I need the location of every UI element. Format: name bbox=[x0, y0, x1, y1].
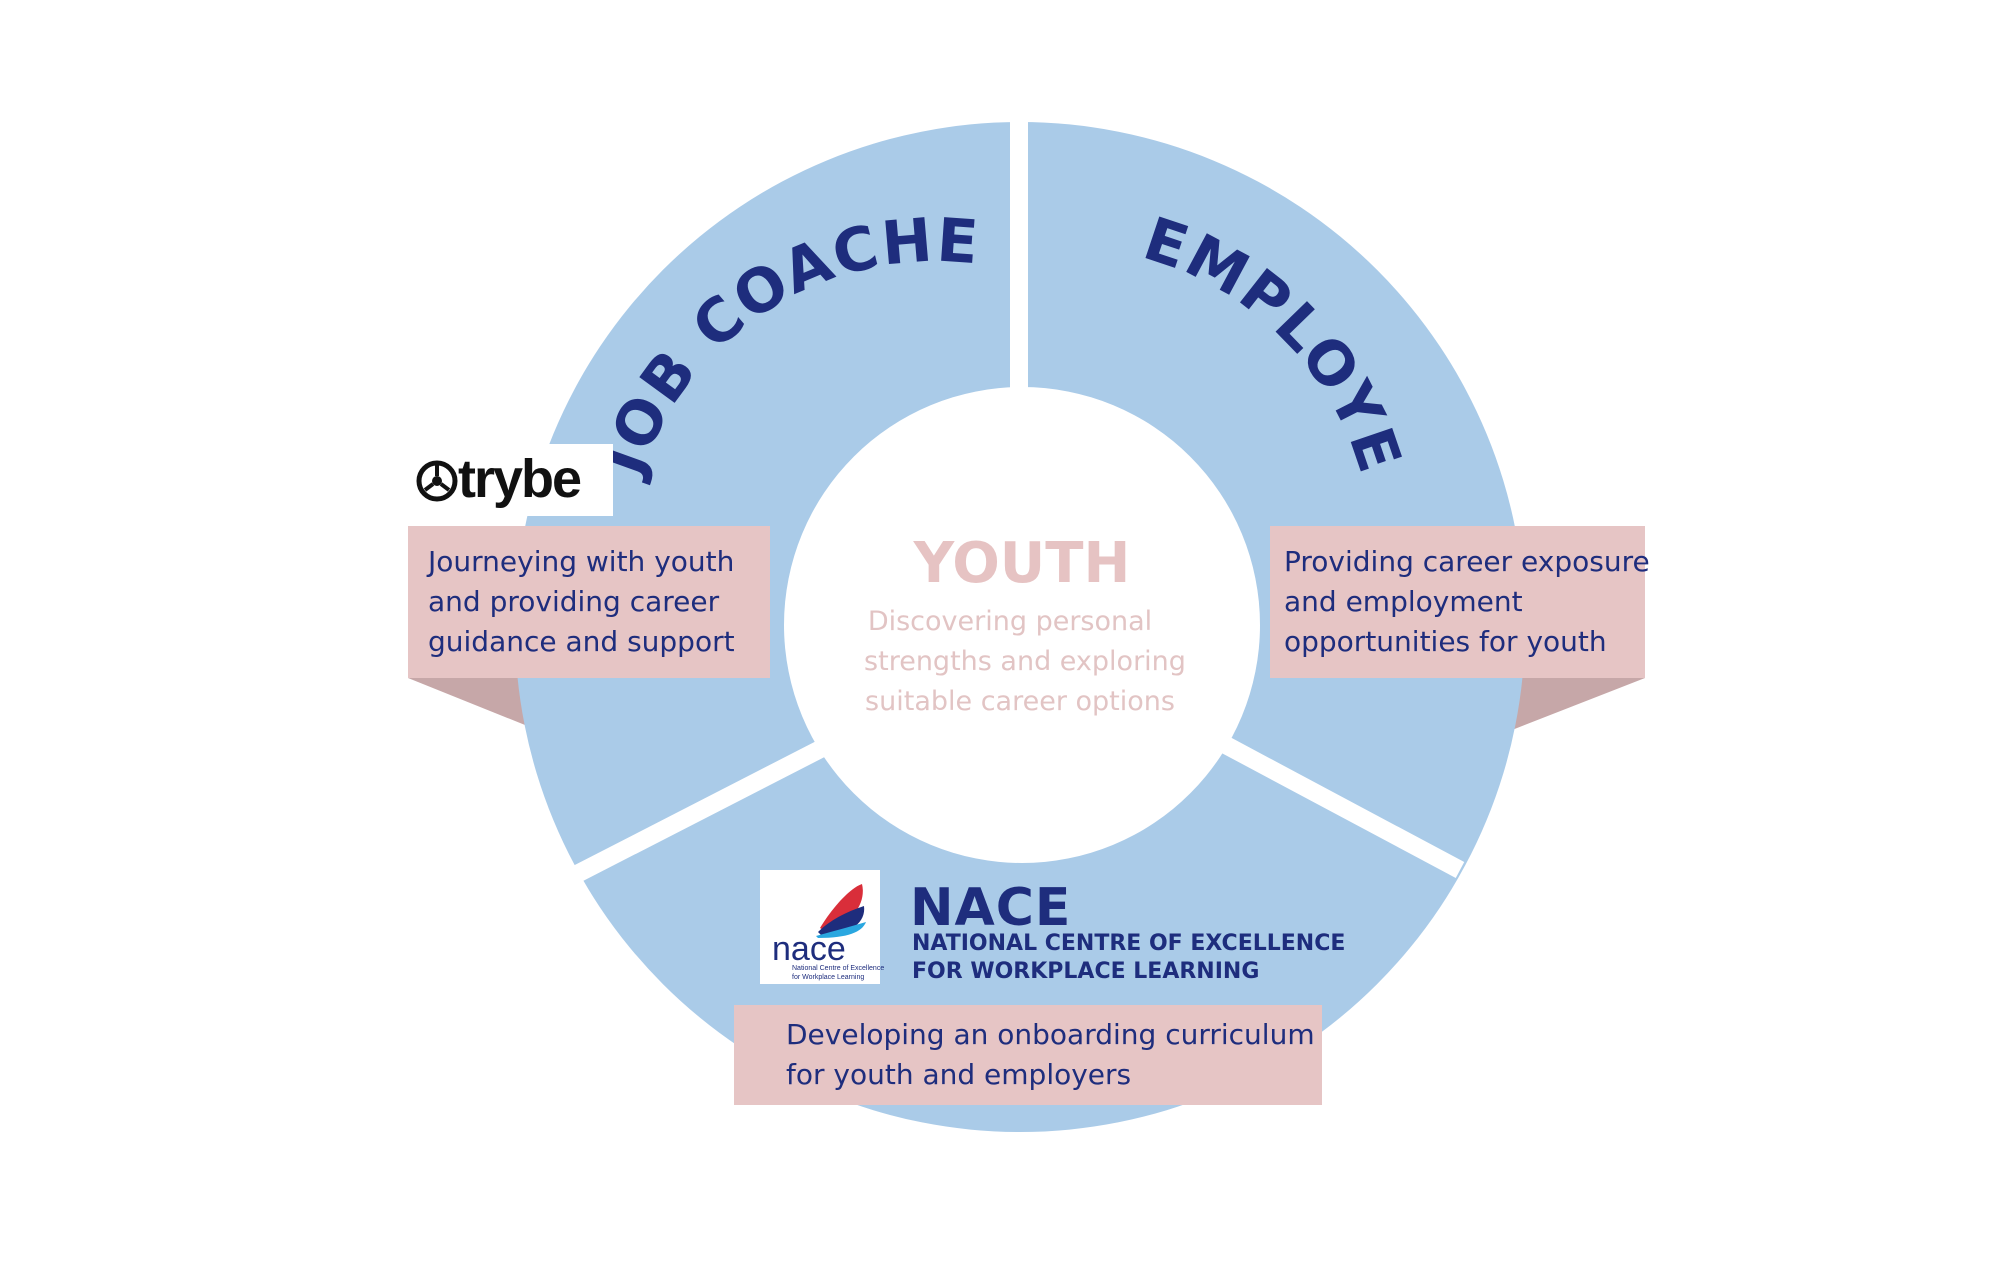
nace-subheading-line-2: FOR WORKPLACE LEARNING bbox=[912, 959, 1260, 984]
ring-separators bbox=[570, 110, 1465, 884]
nace-heading: NACE bbox=[910, 878, 1072, 938]
employers-note-line-1: Providing career exposure bbox=[1284, 545, 1650, 578]
employers-note: Providing career exposure and employment… bbox=[1270, 526, 1650, 678]
job-coaches-note-line-3: guidance and support bbox=[428, 625, 735, 658]
separator-left bbox=[570, 731, 843, 884]
nace-logo-caption-line-2: for Workplace Learning bbox=[792, 974, 865, 981]
nace-subheading-line-1: NATIONAL CENTRE OF EXCELLENCE bbox=[912, 931, 1346, 956]
nace-wing-icon bbox=[816, 884, 866, 938]
job-coaches-note-line-2: and providing career bbox=[428, 585, 720, 618]
separator-right bbox=[1217, 735, 1465, 878]
nace-subheading: NATIONAL CENTRE OF EXCELLENCE FOR WORKPL… bbox=[912, 930, 1345, 986]
employers-note-line-2: and employment bbox=[1284, 585, 1523, 618]
nace-logo-caption-line-1: National Centre of Excellence bbox=[792, 965, 885, 972]
nace-note-line-2: for youth and employers bbox=[786, 1058, 1132, 1091]
nace-note: Developing an onboarding curriculum for … bbox=[734, 1005, 1322, 1105]
trybe-logo: trybe bbox=[408, 444, 613, 516]
center-circle bbox=[784, 387, 1260, 863]
nace-logo-caption: National Centre of Excellence for Workpl… bbox=[792, 964, 884, 982]
trybe-logo-icon bbox=[416, 460, 458, 502]
job-coaches-note-line-1: Journeying with youth bbox=[428, 545, 735, 578]
job-coaches-note: Journeying with youth and providing care… bbox=[408, 526, 770, 678]
nace-note-line-1: Developing an onboarding curriculum bbox=[786, 1018, 1315, 1051]
employers-note-line-3: opportunities for youth bbox=[1284, 625, 1607, 658]
center-description-line-3: suitable career options bbox=[865, 686, 1175, 717]
center-title: YOUTH bbox=[913, 531, 1131, 596]
center-description-line-2: strengths and exploring bbox=[864, 646, 1186, 677]
center-description-line-1: Discovering personal bbox=[868, 606, 1152, 637]
trybe-wordmark: trybe bbox=[458, 449, 582, 509]
nace-wordmark: nace bbox=[772, 930, 846, 968]
nace-logo: nace National Centre of Excellence for W… bbox=[760, 870, 884, 984]
